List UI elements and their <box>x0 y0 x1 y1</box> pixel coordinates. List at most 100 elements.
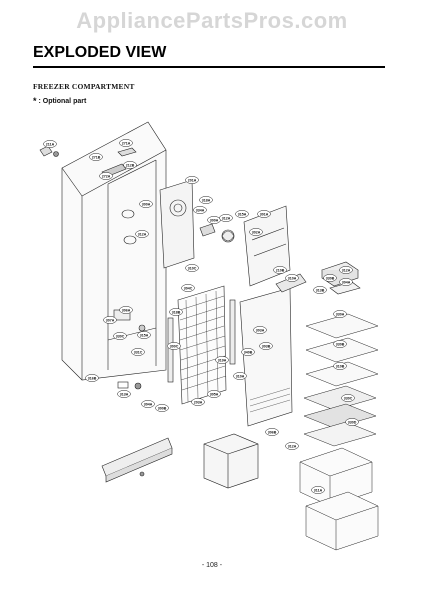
callout-bubble <box>119 139 133 147</box>
callout-label: 303A <box>256 328 265 332</box>
callout-bubble <box>113 332 127 340</box>
callout-c16: 300B <box>155 404 169 412</box>
callout-bubble <box>193 206 207 214</box>
callout-bubble <box>99 172 113 180</box>
callout-label: 271A <box>122 141 131 145</box>
callout-bubble <box>249 228 263 236</box>
callout-label: 300B <box>158 406 167 410</box>
callout-c8: 315A <box>137 331 151 339</box>
rear-duct-panel <box>243 205 291 287</box>
callout-bubble <box>131 348 145 356</box>
callout-label: 318B <box>172 310 181 314</box>
callout-label: 340B <box>244 350 253 354</box>
callout-bubble <box>253 326 267 334</box>
callout-label: 306B <box>268 430 277 434</box>
optional-note-text: : Optional part <box>38 98 87 105</box>
freezer-baskets <box>299 447 379 551</box>
callout-bubble <box>103 316 117 324</box>
fan-housing <box>159 179 235 269</box>
callout-label: 307A <box>106 318 115 322</box>
bottom-cover <box>101 437 173 483</box>
callout-c37: 330B <box>323 274 337 282</box>
callout-c15: 304A <box>141 400 155 408</box>
callout-label: 310A <box>236 374 245 378</box>
callout-bubble <box>137 331 151 339</box>
callout-bubble <box>285 442 299 450</box>
callout-c22: 315A <box>235 210 249 218</box>
callout-label: 300C <box>170 344 179 348</box>
evaporator-cover <box>239 273 307 427</box>
callout-label: 315A <box>238 212 247 216</box>
callout-c44: 330B <box>333 340 347 348</box>
callout-c33: 305A <box>207 390 221 398</box>
callout-bubble <box>333 310 347 318</box>
callout-c11: 330C <box>113 332 127 340</box>
callout-label: 330C <box>344 396 353 400</box>
callout-label: 304A <box>342 280 351 284</box>
callout-label: 313A <box>120 392 129 396</box>
callout-c30: 319A <box>215 356 229 364</box>
callout-bubble <box>89 153 103 161</box>
callout-bubble <box>185 176 199 184</box>
optional-part-note: * : Optional part <box>33 96 86 106</box>
callout-label: 312A <box>138 232 147 236</box>
callout-label: 315A <box>140 333 149 337</box>
callout-c25: 310C <box>185 264 199 272</box>
callout-bubble <box>241 348 255 356</box>
optional-star: * <box>33 96 37 106</box>
callout-bubble <box>273 266 287 274</box>
callout-bubble <box>333 362 347 370</box>
callout-c2: 271A <box>119 139 133 147</box>
callout-c49: 311A <box>311 486 325 494</box>
callout-c48: 312A <box>285 442 299 450</box>
callout-bubble <box>135 230 149 238</box>
callout-c20: 300A <box>207 216 221 224</box>
callout-c41: 303B <box>259 342 273 350</box>
callout-c5: 272A <box>99 172 113 180</box>
callout-bubble <box>323 274 337 282</box>
callout-bubble <box>181 284 195 292</box>
callout-label: 203A <box>194 400 203 404</box>
callout-bubble <box>117 390 131 398</box>
callout-label: 311A <box>314 488 323 492</box>
callout-label: 310A <box>288 276 297 280</box>
callout-label: 312A <box>342 268 351 272</box>
callout-label: 310C <box>188 266 197 270</box>
callout-label: 300A <box>210 218 219 222</box>
callout-label: 316B <box>88 376 97 380</box>
callout-bubble <box>259 342 273 350</box>
callout-c9: 306A <box>119 306 133 314</box>
callout-bubble <box>233 372 247 380</box>
callout-label: 330D <box>348 420 357 424</box>
callout-label: 330B <box>336 342 345 346</box>
callout-bubble <box>311 486 325 494</box>
callout-bubble <box>119 306 133 314</box>
callout-c19: 334A <box>193 206 207 214</box>
wire-shelves <box>303 313 379 447</box>
callout-bubble <box>185 264 199 272</box>
callout-label: 330A <box>336 312 345 316</box>
callout-bubble <box>313 286 327 294</box>
callout-c31: 310A <box>233 372 247 380</box>
callout-bubble <box>339 278 353 286</box>
callout-c46: 330C <box>341 394 355 402</box>
callout-label: 334A <box>196 208 205 212</box>
callout-bubble <box>155 404 169 412</box>
callout-label: 306A <box>122 308 131 312</box>
callout-label: 319A <box>218 358 227 362</box>
callout-c29: 340B <box>241 348 255 356</box>
screws <box>53 151 145 477</box>
callout-label: 310B <box>336 364 345 368</box>
callout-c43: 330A <box>333 310 347 318</box>
callout-bubble <box>167 342 181 350</box>
callout-bubble <box>219 214 233 222</box>
evaporator <box>167 285 236 405</box>
callout-c45: 310B <box>333 362 347 370</box>
callout-label: 272A <box>102 174 111 178</box>
callout-c36: 313B <box>313 286 327 294</box>
callout-c27: 318B <box>169 308 183 316</box>
page-title: EXPLODED VIEW <box>33 44 167 61</box>
callout-c32: 203A <box>191 398 205 406</box>
